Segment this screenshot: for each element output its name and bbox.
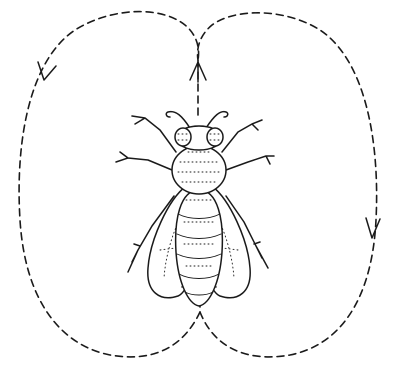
- right-loop-path: [198, 13, 377, 357]
- left-loop-path: [19, 12, 200, 357]
- bee-leg-mid-left: [116, 152, 172, 170]
- bee-leg-front-left: [132, 116, 176, 152]
- up-arrow-icon: [190, 62, 206, 82]
- bee-antenna-right: [206, 112, 228, 128]
- down-left-arrow-icon: [38, 62, 56, 80]
- bee-leg-mid-right: [226, 156, 274, 170]
- bee-leg-front-right: [222, 120, 262, 152]
- bee-eye-left: [175, 128, 191, 146]
- bee-eye-right: [207, 128, 223, 146]
- bee-illustration: [116, 112, 274, 306]
- down-arrow-icon: [366, 218, 380, 238]
- bee-thorax: [172, 146, 226, 194]
- bee-antenna-left: [166, 112, 190, 128]
